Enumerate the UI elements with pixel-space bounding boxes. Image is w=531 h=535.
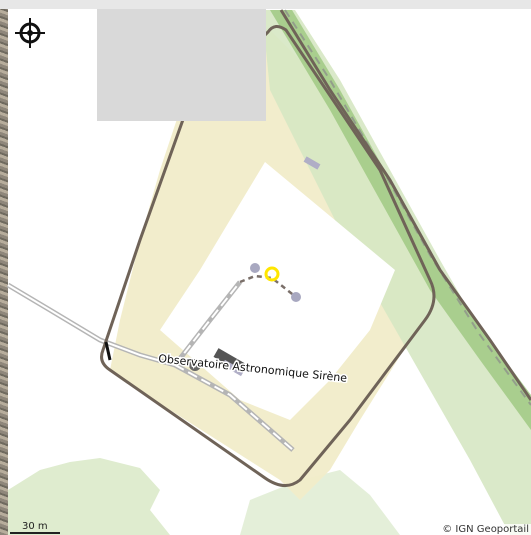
point-marker-1[interactable] xyxy=(250,263,260,273)
scale-label: 30 m xyxy=(22,521,48,532)
observatory-building[interactable] xyxy=(213,348,245,372)
gate-marker xyxy=(104,341,112,361)
road-left-inner xyxy=(7,284,176,366)
scale-bar: 30 m xyxy=(10,521,60,535)
dome-building[interactable] xyxy=(189,359,201,371)
outer-boundary xyxy=(279,9,531,401)
observatory-building-annex[interactable] xyxy=(221,359,245,377)
top-bar xyxy=(0,0,531,9)
compass-icon xyxy=(15,18,45,48)
railway-line xyxy=(284,9,531,406)
forest-area-bottom xyxy=(8,458,170,535)
path-to-observatory-inner xyxy=(174,281,294,451)
scale-line xyxy=(10,532,60,534)
green-road-band xyxy=(270,10,531,430)
map-attribution[interactable]: © IGN Geoportail xyxy=(440,524,531,535)
unloaded-map-tile xyxy=(97,9,266,121)
compass-button[interactable] xyxy=(13,16,47,50)
property-boundary xyxy=(100,25,436,487)
small-building-rail xyxy=(303,156,321,170)
location-marker[interactable] xyxy=(264,266,280,282)
footpath xyxy=(239,274,297,298)
point-marker-2[interactable] xyxy=(291,292,301,302)
satellite-layer-strip xyxy=(0,9,8,535)
green-corridor xyxy=(262,10,531,535)
forest-area-bottom-right xyxy=(240,470,400,535)
